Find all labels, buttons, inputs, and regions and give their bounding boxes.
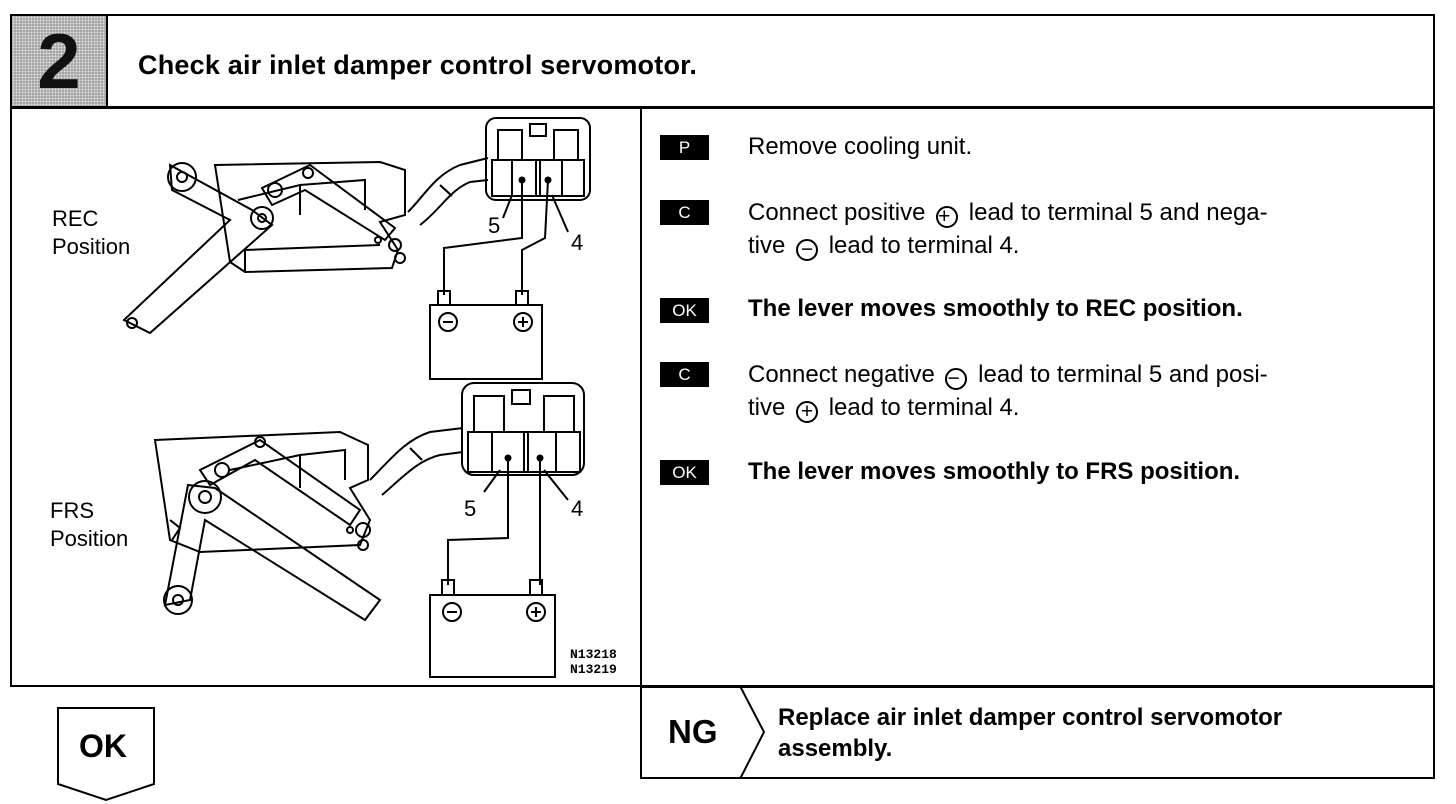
step-2-text-d: lead to terminal 4. (828, 232, 1020, 259)
step-row-3: OK (660, 298, 709, 323)
rec-servomotor-drawing (122, 157, 489, 335)
ng-result-box (640, 686, 1435, 779)
column-divider (640, 107, 642, 779)
step-title: Check air inlet damper control servomoto… (138, 50, 698, 80)
step-row-4: C (660, 362, 709, 387)
ng-result-text: Replace air inlet damper control servomo… (778, 702, 1418, 764)
ng-chevron-icon (739, 686, 766, 779)
step-4-text: Connect negative − lead to terminal 5 an… (748, 358, 1423, 424)
step-2-text-c: tive (748, 232, 786, 259)
frs-wiring (447, 458, 569, 585)
rec-label-line1: REC (52, 206, 99, 231)
frs-battery (429, 579, 556, 678)
rec-battery (429, 290, 543, 380)
step-row-2: C (660, 200, 709, 225)
step-2-text-a: Connect positive (748, 199, 926, 226)
minus-icon: − (945, 368, 968, 390)
step-row-1: P (660, 135, 709, 160)
frs-label-line1: FRS (50, 498, 94, 523)
frs-label-line2: Position (50, 526, 129, 551)
step-2-line1: Connect positive + lead to terminal 5 an… (748, 196, 1423, 229)
step-2-text: Connect positive + lead to terminal 5 an… (748, 196, 1423, 262)
step-number-box: 2 (10, 14, 108, 108)
frs-label: FRS Position (50, 497, 128, 553)
figure-code-2: N13219 (570, 662, 617, 677)
step-4-text-a: Connect negative (748, 361, 935, 388)
frs-terminal-4-label: 4 (571, 496, 584, 521)
step-4-line2: tive + lead to terminal 4. (748, 391, 1423, 424)
step-1-text: Remove cooling unit. (748, 133, 973, 160)
step-4-text-d: lead to terminal 4. (828, 394, 1020, 421)
ng-text-line1: Replace air inlet damper control servomo… (778, 704, 1283, 731)
ok-badge: OK (660, 460, 709, 485)
procedure-badge: P (660, 135, 709, 160)
step-2-text-b: lead to terminal 5 and nega- (968, 199, 1268, 226)
frs-connector-drawing (461, 382, 585, 476)
ok-pointer-shape (57, 707, 155, 802)
figure-code-1: N13218 (570, 647, 617, 662)
rec-terminal-5-label: 5 (488, 213, 501, 238)
ok-badge: OK (660, 298, 709, 323)
check-badge: C (660, 200, 709, 225)
rec-wiring (443, 179, 569, 295)
step-5-text: The lever moves smoothly to FRS position… (748, 458, 1241, 485)
rec-terminal-4-label: 4 (571, 230, 584, 255)
check-badge: C (660, 362, 709, 387)
rec-label-line2: Position (52, 234, 131, 259)
step-2-line2: tive − lead to terminal 4. (748, 229, 1423, 262)
step-3-text: The lever moves smoothly to REC position… (748, 295, 1243, 322)
servomotor-illustration (122, 117, 591, 678)
rec-label: REC Position (52, 205, 130, 261)
step-4-line1: Connect negative − lead to terminal 5 an… (748, 358, 1423, 391)
plus-icon: + (796, 401, 819, 423)
plus-icon: + (936, 206, 959, 228)
ng-result-label: NG (668, 713, 718, 750)
step-4-text-c: tive (748, 394, 786, 421)
frs-terminal-5-label: 5 (464, 496, 477, 521)
step-row-5: OK (660, 460, 709, 485)
ng-text-line2: assembly. (778, 735, 893, 762)
minus-icon: − (796, 239, 819, 261)
ok-result-label: OK (79, 728, 127, 764)
frs-servomotor-drawing (153, 427, 464, 622)
rec-connector-drawing (485, 117, 591, 201)
step-4-text-b: lead to terminal 5 and posi- (978, 361, 1268, 388)
step-number: 2 (37, 16, 81, 105)
